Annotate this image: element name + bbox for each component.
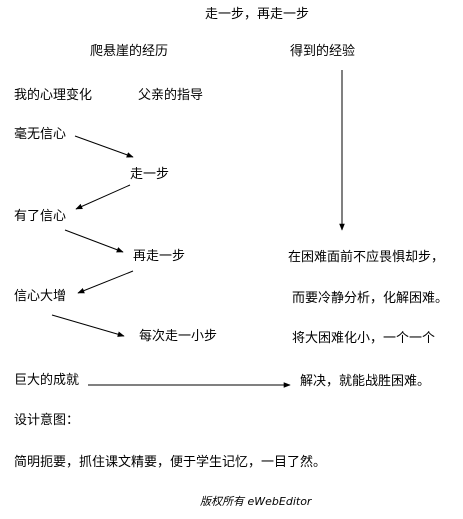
mind-step-3: 信心大增 xyxy=(14,289,67,304)
mind-step-4: 巨大的成就 xyxy=(14,373,80,388)
lesson-line-2: 而要冷静分析，化解困难。 xyxy=(292,291,449,306)
footer-copyright: 版权所有 eWebEditor xyxy=(200,495,312,508)
arrow-mind3-to-step3 xyxy=(51,314,125,337)
design-heading: 设计意图： xyxy=(14,413,80,428)
left-heading: 爬悬崖的经历 xyxy=(90,44,169,59)
column-label-father: 父亲的指导 xyxy=(138,88,204,103)
column-label-mind: 我的心理变化 xyxy=(14,88,93,103)
mind-step-2: 有了信心 xyxy=(14,209,67,224)
father-step-1: 走一步 xyxy=(130,167,170,182)
lesson-line-4: 解决，就能战胜困难。 xyxy=(300,374,431,389)
design-text: 简明扼要，抓住课文精要，便于学生记忆，一目了然。 xyxy=(14,455,327,470)
page-title: 走一步，再走一步 xyxy=(205,7,310,22)
lesson-line-1: 在困难面前不应畏惧却步， xyxy=(288,250,445,265)
father-step-2: 再走一步 xyxy=(133,249,186,264)
arrow-mind1-to-step1 xyxy=(74,135,134,158)
arrow-mind2-to-step2 xyxy=(64,229,124,253)
arrow-step2-to-mind3 xyxy=(77,270,134,294)
right-heading: 得到的经验 xyxy=(290,44,356,59)
lesson-line-3: 将大困难化小，一个一个 xyxy=(292,331,436,346)
father-step-3: 每次走一小步 xyxy=(139,329,218,344)
mind-step-1: 毫无信心 xyxy=(14,127,67,142)
arrow-step1-to-mind2 xyxy=(75,184,131,210)
